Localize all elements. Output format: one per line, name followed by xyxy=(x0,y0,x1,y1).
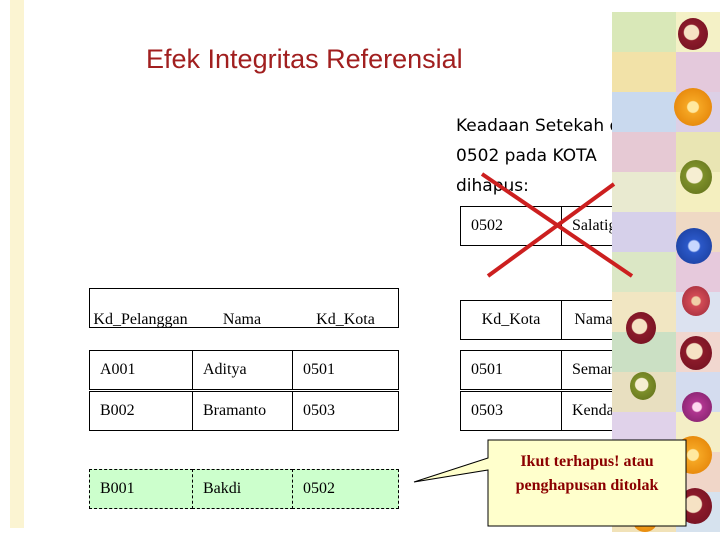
caption-line: 0502 pada KOTA xyxy=(456,146,597,166)
callout-text: Ikut terhapus! atau penghapusan ditolak xyxy=(494,450,680,498)
header-kd-pelanggan: Kd_Pelanggan xyxy=(93,311,188,328)
header-nama: Nama xyxy=(222,311,262,328)
pear-icon xyxy=(682,286,710,316)
callout-bubble xyxy=(413,439,687,527)
apple-icon xyxy=(680,160,712,194)
pending-row-cell: 0502 xyxy=(292,469,399,509)
caption-line: Keadaan Setekah data xyxy=(456,116,648,136)
apple-icon xyxy=(630,372,656,400)
orange-icon xyxy=(674,88,712,126)
cross-out-stroke xyxy=(486,182,616,278)
slide-title: Efek Integritas Referensial xyxy=(146,44,463,74)
table-cell: 0501 xyxy=(292,350,399,390)
callout-line: Ikut terhapus! atau xyxy=(520,453,654,470)
caption: Keadaan Setekah data 0502 pada KOTA diha… xyxy=(456,111,696,201)
orange-icon xyxy=(676,228,712,264)
table-cell: 0503 xyxy=(292,391,399,431)
left-accent-stripe xyxy=(10,0,24,528)
pending-row-cell: Bakdi xyxy=(192,469,293,509)
pending-row-cell: B001 xyxy=(89,469,193,509)
apple-icon xyxy=(682,392,712,422)
apple-icon xyxy=(626,312,656,344)
callout-line: penghapusan ditolak xyxy=(515,477,659,494)
apple-icon xyxy=(680,336,712,370)
header-kd-kota: Kd_Kota xyxy=(316,311,375,328)
pelanggan-header-row xyxy=(89,288,399,328)
apple-icon xyxy=(678,18,708,50)
caption-line: dihapus: xyxy=(456,176,529,196)
